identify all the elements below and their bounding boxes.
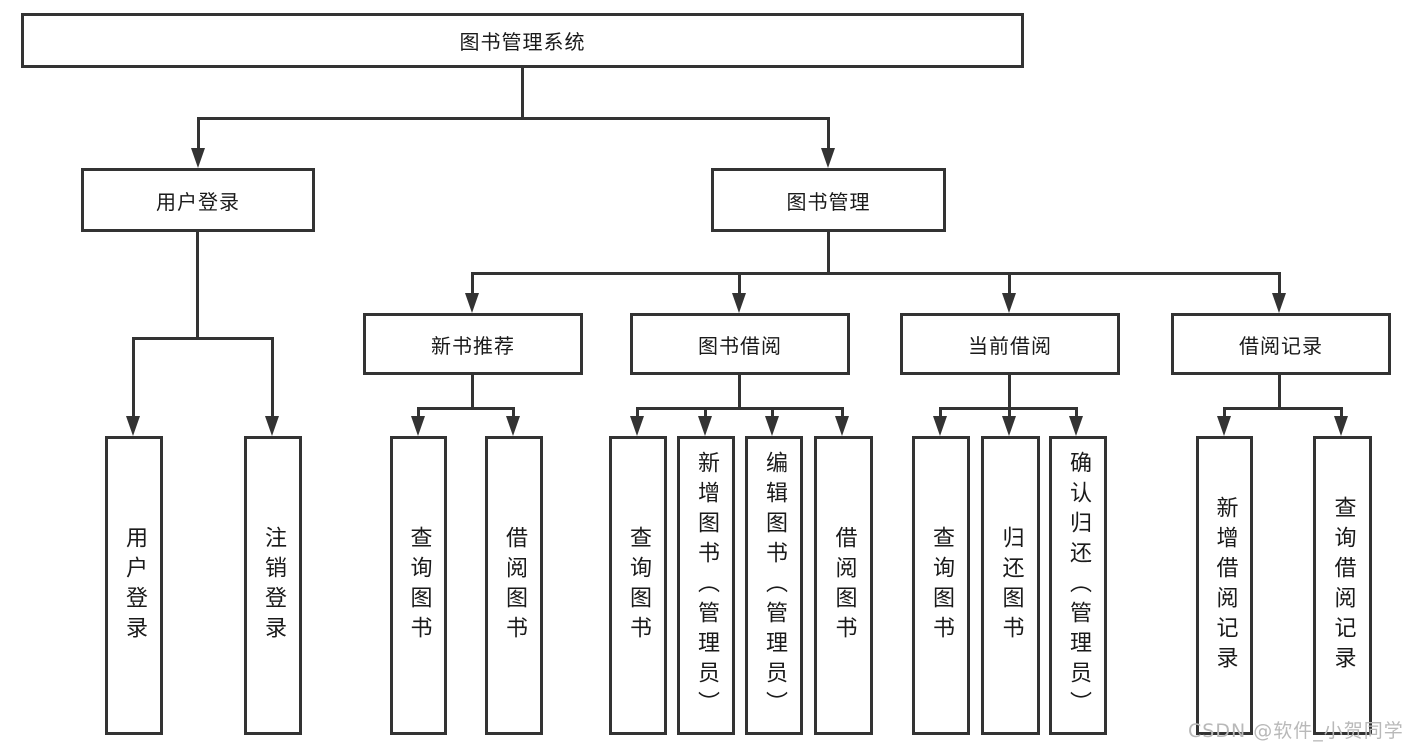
arrowhead-icon: [265, 416, 279, 436]
connector-line: [1340, 407, 1343, 417]
connector-line: [197, 117, 830, 120]
connector-line: [827, 232, 830, 272]
connector-line: [738, 272, 741, 294]
connector-line: [197, 117, 200, 149]
node-borrowing-records: 借阅记录: [1171, 313, 1391, 375]
connector-line: [417, 407, 515, 410]
node-book-management: 图书管理: [711, 168, 946, 232]
leaf-add-borrow-record: 新增借阅记录: [1196, 436, 1253, 735]
arrowhead-icon: [933, 416, 947, 436]
connector-line: [471, 375, 474, 407]
leaf-query-books: 查询图书: [390, 436, 447, 735]
arrowhead-icon: [765, 416, 779, 436]
csdn-watermark: CSDN @软件_小贺同学: [1188, 720, 1404, 742]
arrowhead-icon: [732, 293, 746, 313]
connector-line: [1008, 272, 1011, 294]
arrowhead-icon: [835, 416, 849, 436]
connector-line: [771, 407, 774, 417]
connector-line: [1278, 272, 1281, 294]
arrowhead-icon: [630, 416, 644, 436]
connector-line: [196, 232, 199, 337]
arrowhead-icon: [1217, 416, 1231, 436]
connector-line: [471, 272, 474, 294]
arrowhead-icon: [1272, 293, 1286, 313]
connector-line: [636, 407, 639, 417]
connector-line: [1223, 407, 1226, 417]
leaf-logout: 注销登录: [244, 436, 302, 735]
leaf-query-books: 查询图书: [609, 436, 667, 735]
arrowhead-icon: [126, 416, 140, 436]
node-current-borrowing: 当前借阅: [900, 313, 1120, 375]
leaf-return-books: 归还图书: [981, 436, 1040, 735]
connector-line: [827, 117, 830, 149]
node-book-borrowing: 图书借阅: [630, 313, 850, 375]
connector-line: [417, 407, 420, 417]
arrowhead-icon: [191, 148, 205, 168]
connector-line: [738, 375, 741, 407]
node-new-book-recommendation: 新书推荐: [363, 313, 583, 375]
leaf-query-borrow-record: 查询借阅记录: [1313, 436, 1372, 735]
node-user-login: 用户登录: [81, 168, 315, 232]
arrowhead-icon: [1069, 416, 1083, 436]
connector-line: [521, 68, 524, 117]
arrowhead-icon: [698, 416, 712, 436]
connector-line: [1278, 375, 1281, 407]
connector-line: [939, 407, 942, 417]
connector-line: [1008, 407, 1011, 417]
leaf-borrow-books: 借阅图书: [814, 436, 873, 735]
leaf-confirm-return-admin: 确认归还（管理员）: [1049, 436, 1107, 735]
leaf-query-books: 查询图书: [912, 436, 970, 735]
leaf-borrow-books: 借阅图书: [485, 436, 543, 735]
leaf-edit-books-admin: 编辑图书（管理员）: [745, 436, 803, 735]
arrowhead-icon: [821, 148, 835, 168]
connector-line: [704, 407, 707, 417]
node-library-management-system: 图书管理系统: [21, 13, 1024, 68]
connector-line: [636, 407, 844, 410]
connector-line: [1223, 407, 1343, 410]
leaf-add-books-admin: 新增图书（管理员）: [677, 436, 735, 735]
arrowhead-icon: [1002, 416, 1016, 436]
arrowhead-icon: [1334, 416, 1348, 436]
arrowhead-icon: [465, 293, 479, 313]
connector-line: [132, 337, 274, 340]
leaf-user-login: 用户登录: [105, 436, 163, 735]
connector-line: [471, 272, 1281, 275]
connector-line: [841, 407, 844, 417]
arrowhead-icon: [411, 416, 425, 436]
arrowhead-icon: [506, 416, 520, 436]
connector-line: [271, 337, 274, 417]
connector-line: [512, 407, 515, 417]
arrowhead-icon: [1002, 293, 1016, 313]
connector-line: [132, 337, 135, 417]
connector-line: [1075, 407, 1078, 417]
connector-line: [1008, 375, 1011, 407]
